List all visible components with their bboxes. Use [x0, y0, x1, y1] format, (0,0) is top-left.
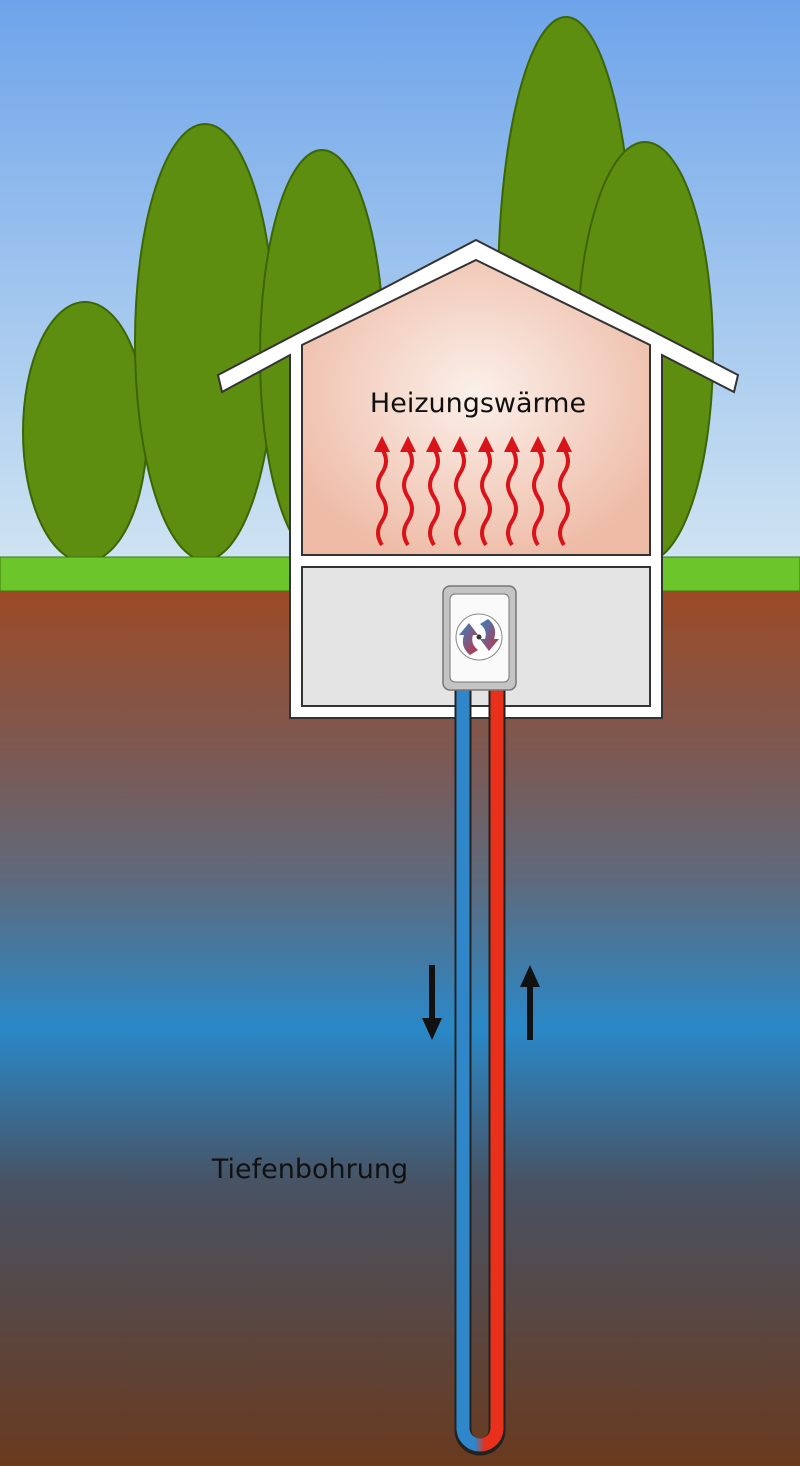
tree [134, 123, 276, 561]
tree [22, 301, 148, 563]
heat-arrows [374, 436, 572, 547]
heating-label: Heizungswärme [370, 388, 586, 419]
flow-up-arrow-icon [520, 965, 540, 1040]
ground [0, 591, 800, 1466]
flow-down-arrow-icon [422, 965, 442, 1040]
borehole-label: Tiefenbohrung [211, 1154, 408, 1185]
u-bend [456, 1427, 504, 1452]
heated-room [301, 258, 651, 556]
borehole-pipes [454, 690, 506, 1456]
heat-pump-icon [442, 585, 517, 691]
